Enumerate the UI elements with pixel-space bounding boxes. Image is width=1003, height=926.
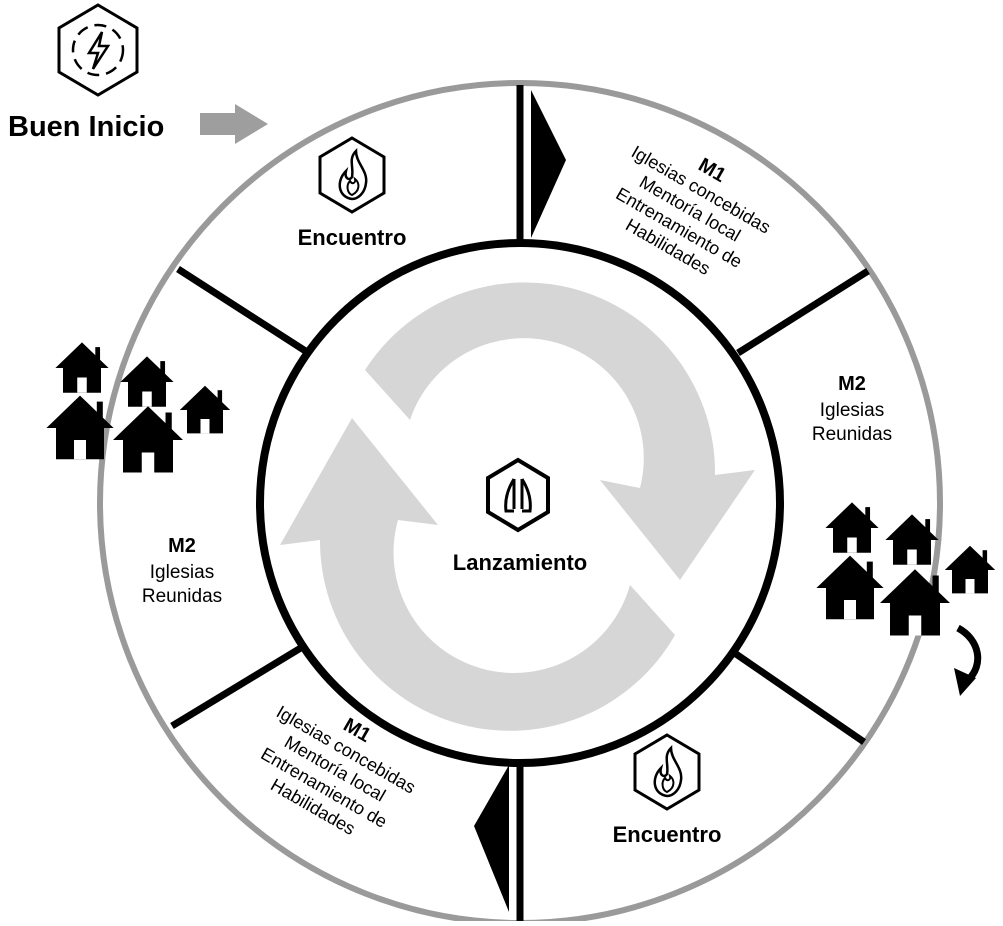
- m2-right-line: Iglesias: [820, 400, 884, 421]
- divider-upper-right: [736, 268, 870, 356]
- triangle-top-icon: [531, 90, 566, 238]
- m2-right-block: M2 Iglesias Reunidas: [812, 373, 892, 445]
- segment-dividers: [170, 85, 870, 921]
- encuentro-bottom-label: Encuentro: [613, 822, 722, 847]
- m2-left-block: M2 Iglesias Reunidas: [142, 535, 222, 607]
- divider-lower-left: [170, 643, 306, 729]
- m1-top-block: M1 Iglesias concebidas Mentoría local En…: [612, 142, 774, 279]
- houses-cluster-icon-right: [816, 502, 996, 636]
- center-label: Lanzamiento: [453, 550, 587, 575]
- m2-left-line: Reunidas: [142, 586, 222, 607]
- m2-right-title: M2: [838, 373, 866, 395]
- start-label: Buen Inicio: [8, 111, 164, 143]
- curved-arrow-icon: [954, 624, 982, 696]
- divider-lower-right: [734, 651, 866, 745]
- m2-right-line: Reunidas: [812, 424, 892, 445]
- praying-hands-hexagon-icon: [486, 457, 550, 533]
- houses-cluster-icon-left: [46, 342, 231, 473]
- divider-upper-left: [176, 266, 309, 355]
- start-arrow-icon: [200, 104, 268, 144]
- triangle-bottom-icon: [474, 765, 509, 912]
- m2-left-line: Iglesias: [150, 562, 214, 583]
- flame-hexagon-icon-top: [318, 136, 386, 214]
- cycle-arrows-icon: [280, 282, 755, 731]
- lightning-hexagon-icon: [57, 3, 139, 97]
- encuentro-top-label: Encuentro: [298, 225, 407, 250]
- m2-left-title: M2: [168, 535, 196, 557]
- flame-hexagon-icon-bottom: [633, 733, 701, 811]
